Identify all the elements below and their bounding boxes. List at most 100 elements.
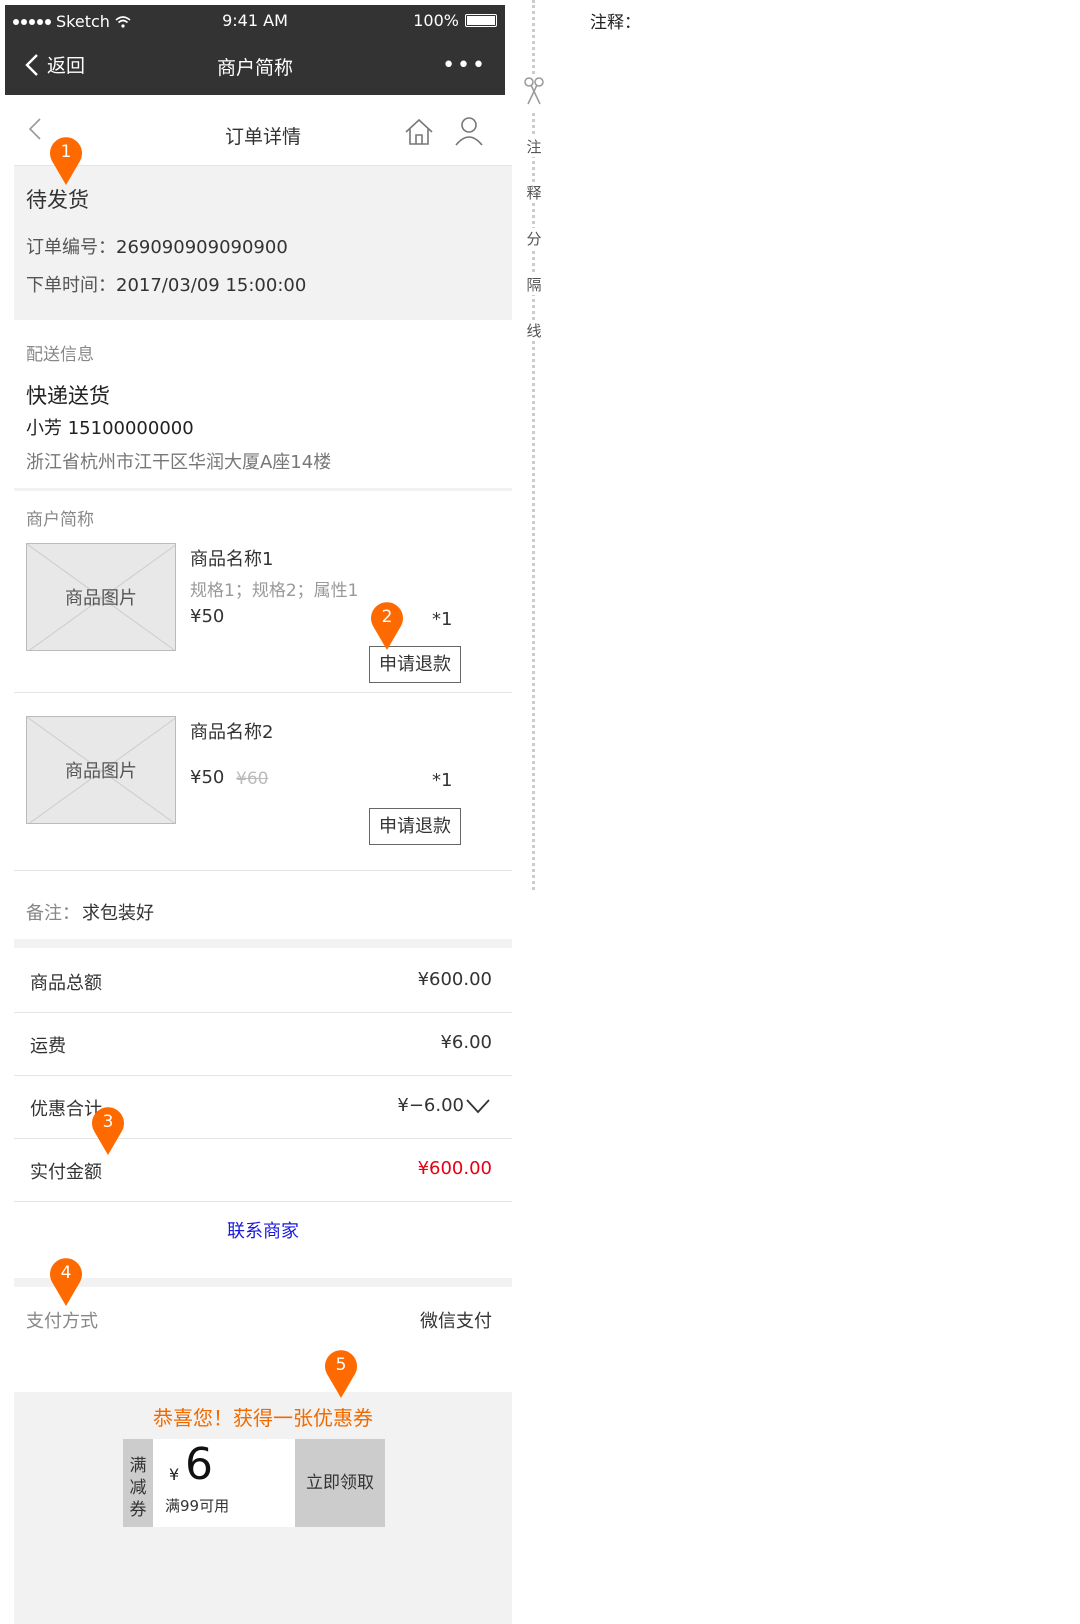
paid-amount: ¥600.00	[417, 1158, 492, 1179]
back-label: 返回	[47, 55, 86, 77]
product-image-label: 商品图片	[65, 761, 137, 782]
battery-icon	[465, 14, 497, 27]
refund-button[interactable]: 申请退款	[369, 808, 461, 845]
remark-label: 备注：	[26, 903, 80, 924]
divider-label-char: 注	[524, 136, 544, 157]
shipping-method: 快递送货	[26, 384, 110, 408]
more-menu-button[interactable]: •••	[442, 53, 487, 78]
battery-group: 100%	[413, 11, 497, 30]
product-price: ¥50	[190, 767, 225, 788]
contact-merchant-button[interactable]: 联系商家	[227, 1221, 299, 1242]
coupon-tag-char: 满	[129, 1456, 147, 1476]
shipping-section: 配送信息 快递送货 小芳 15100000000 浙江省杭州市江干区华润大厦A座…	[14, 320, 512, 488]
coupon-tag: 满 减 券	[123, 1439, 153, 1527]
summary-row-paid: 实付金额 ¥600.00	[14, 1137, 512, 1202]
top-nav-bar: 返回 商户简称 •••	[5, 35, 505, 95]
dashed-divider	[532, 0, 535, 890]
order-detail-page: 订单详情 待发货 订单编号：269090909090900 下单时间：2017/…	[14, 100, 512, 1624]
notes-panel	[520, 0, 1080, 1624]
remark-section: 备注： 求包装好	[14, 871, 512, 939]
coupon-card: 满 减 券 ¥ 6 满99可用 立即领取	[123, 1439, 385, 1527]
product-name: 商品名称1	[190, 549, 274, 570]
shipping-address: 浙江省杭州市江干区华润大厦A座14楼	[26, 452, 332, 473]
item-divider	[14, 692, 512, 693]
product-quantity: *1	[432, 609, 453, 630]
back-button[interactable]: 返回	[25, 51, 85, 78]
nav-title: 商户简称	[216, 57, 293, 79]
order-number-label: 订单编号：	[26, 237, 116, 258]
product-price: ¥50	[190, 606, 225, 627]
product-image: 商品图片	[26, 543, 176, 651]
home-icon[interactable]	[404, 118, 434, 150]
merchant-name: 商户简称	[26, 510, 94, 530]
summary-row-discount[interactable]: 优惠合计 ¥−6.00	[14, 1074, 512, 1139]
remark-value: 求包装好	[82, 903, 154, 924]
coupon-section: 恭喜您！获得一张优惠券 满 减 券 ¥ 6 满99可用 立即领取	[14, 1392, 512, 1624]
coupon-tag-char: 券	[129, 1500, 147, 1520]
items-section: 商户简称 商品图片 商品名称1 规格1；规格2；属性1 ¥50 *1 申请退款 …	[14, 491, 512, 870]
marker-number: 5	[335, 1355, 347, 1375]
phone-frame: Sketch 9:41 AM 100% 返回 商户简称 ••• 订单详情	[0, 0, 520, 1624]
notes-title: 注释：	[590, 13, 641, 33]
price-summary-section: 商品总额 ¥600.00 运费 ¥6.00 优惠合计 ¥−6.00 实付金额 ¥…	[14, 948, 512, 1278]
product-name: 商品名称2	[190, 722, 274, 743]
wifi-icon	[115, 15, 131, 28]
summary-label: 实付金额	[30, 1162, 102, 1183]
annotation-marker: 4	[49, 1258, 83, 1308]
summary-value: ¥−6.00	[397, 1095, 464, 1116]
marker-number: 1	[60, 142, 72, 162]
order-number: 269090909090900	[116, 237, 288, 258]
order-number-row: 订单编号：269090909090900	[26, 233, 288, 259]
carrier-group: Sketch	[13, 12, 131, 31]
divider-label-char: 分	[524, 228, 544, 249]
scissors-icon	[522, 76, 546, 110]
coupon-tag-char: 减	[129, 1478, 147, 1498]
coupon-currency: ¥	[169, 1465, 180, 1484]
annotation-marker: 5	[324, 1350, 358, 1400]
carrier-label: Sketch	[56, 12, 110, 31]
coupon-condition: 满99可用	[165, 1497, 230, 1515]
product-original-price: ¥60	[236, 769, 269, 789]
summary-value: ¥6.00	[440, 1032, 492, 1053]
coupon-congrats: 恭喜您！获得一张优惠券	[153, 1406, 373, 1430]
page-title: 订单详情	[224, 126, 301, 148]
payment-method: 微信支付	[420, 1311, 492, 1332]
clock: 9:41 AM	[222, 11, 288, 30]
summary-value: ¥600.00	[417, 969, 492, 990]
divider-label-char: 释	[524, 182, 544, 203]
marker-number: 4	[60, 1263, 72, 1283]
signal-icon	[13, 18, 51, 25]
order-time-row: 下单时间：2017/03/09 15:00:00	[26, 271, 306, 297]
product-image-label: 商品图片	[65, 588, 137, 609]
divider-label-char: 隔	[524, 274, 544, 295]
divider-label-char: 线	[524, 320, 544, 341]
chevron-left-icon	[25, 53, 38, 76]
chevron-left-icon[interactable]	[28, 116, 42, 149]
coupon-amount: 6	[185, 1439, 213, 1490]
product-image: 商品图片	[26, 716, 176, 824]
order-status: 待发货	[26, 188, 89, 212]
user-icon[interactable]	[454, 116, 484, 150]
summary-row-goods-total: 商品总额 ¥600.00	[14, 948, 512, 1013]
claim-coupon-button[interactable]: 立即领取	[295, 1439, 385, 1527]
summary-label: 商品总额	[30, 973, 102, 994]
section-divider	[14, 870, 512, 871]
refund-button[interactable]: 申请退款	[369, 646, 461, 683]
battery-percent: 100%	[413, 11, 459, 30]
summary-label: 运费	[30, 1036, 66, 1057]
summary-label: 优惠合计	[30, 1099, 102, 1120]
chevron-down-icon[interactable]	[466, 1098, 490, 1114]
page-header: 订单详情	[14, 100, 512, 166]
payment-label: 支付方式	[26, 1311, 98, 1332]
annotation-marker: 3	[91, 1107, 125, 1157]
shipping-label: 配送信息	[26, 345, 94, 365]
summary-row-shipping: 运费 ¥6.00	[14, 1011, 512, 1076]
recipient-contact: 小芳 15100000000	[26, 418, 194, 439]
annotation-marker: 1	[49, 137, 83, 187]
marker-number: 3	[102, 1112, 114, 1132]
product-specs: 规格1；规格2；属性1	[190, 581, 359, 601]
marker-number: 2	[381, 607, 393, 627]
annotation-marker: 2	[370, 602, 404, 652]
product-quantity: *1	[432, 770, 453, 791]
order-time-label: 下单时间：	[26, 275, 116, 296]
